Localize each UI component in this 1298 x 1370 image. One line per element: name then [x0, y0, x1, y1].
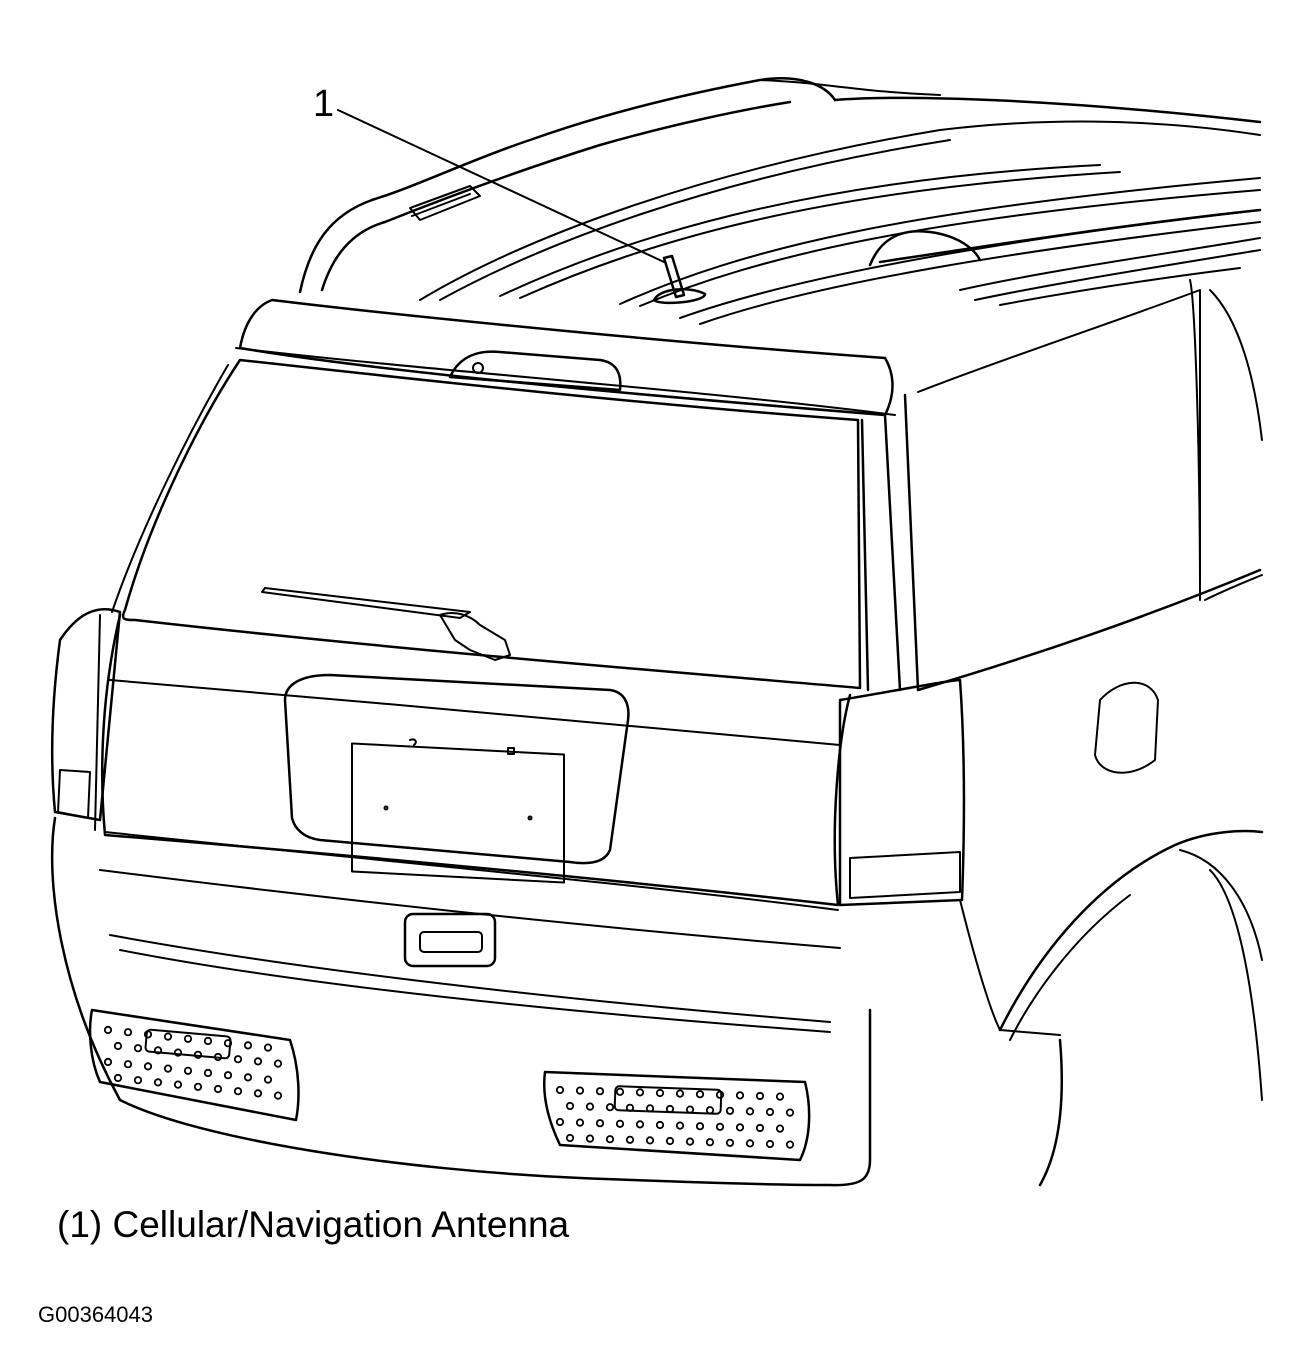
reflector-dot [183, 1034, 193, 1043]
reflector-dot [725, 1106, 735, 1115]
reflector-dot [153, 1078, 163, 1087]
reflector-dot [785, 1140, 795, 1149]
reflector-dot [755, 1123, 765, 1133]
reflector-dot [253, 1057, 263, 1066]
reflector-dot [775, 1124, 785, 1133]
reflector-dot [615, 1119, 625, 1128]
reflector-dot [575, 1118, 585, 1127]
reflector-dot [725, 1138, 735, 1147]
reflector-dot [675, 1089, 685, 1098]
reflector-dot [585, 1102, 595, 1111]
reflector-dot [123, 1060, 133, 1069]
reflector-dot [685, 1105, 695, 1114]
reflector-dot [123, 1028, 133, 1037]
antenna [652, 254, 707, 305]
reflector-dot [605, 1135, 615, 1144]
reflector-dot [163, 1064, 173, 1073]
reflector-dot [735, 1123, 745, 1132]
reflector-dot [113, 1041, 123, 1051]
reflector-dot [765, 1107, 775, 1117]
reflector-dot [735, 1091, 745, 1100]
reflector-dot [705, 1138, 715, 1147]
reflector-dot [745, 1139, 755, 1148]
figure-id: G00364043 [38, 1302, 153, 1327]
reflector-dot [665, 1104, 675, 1114]
reflector-dot [595, 1087, 605, 1096]
reflector-dot [695, 1090, 705, 1099]
reflector-dot [745, 1107, 755, 1116]
roof [298, 77, 1262, 325]
reflector-dot [263, 1075, 273, 1084]
callout-number-1: 1 [313, 83, 335, 125]
reflector-dot [705, 1106, 715, 1115]
reflector-dot [765, 1139, 775, 1149]
reflector-dot [173, 1080, 183, 1089]
reflector-dot [103, 1025, 113, 1035]
reflector-dot [695, 1122, 705, 1131]
side-body [860, 279, 1264, 1187]
reflector-dot [203, 1036, 213, 1046]
reflector-dot [203, 1068, 213, 1078]
reflector-dot [263, 1043, 273, 1052]
reflector-dot [143, 1062, 153, 1071]
reflector-dot [223, 1071, 233, 1080]
reflector-dot [223, 1039, 233, 1048]
rear-bumper [50, 816, 1061, 1187]
reflector-dot [715, 1090, 725, 1099]
reflector-dot [755, 1091, 765, 1101]
reflector-dot [655, 1088, 665, 1098]
reflector-dot [635, 1120, 645, 1129]
reflector-dot [625, 1135, 635, 1144]
rear-spoiler [235, 298, 896, 417]
reflector-dot [153, 1046, 163, 1055]
reflector-dot [233, 1087, 243, 1096]
tail-lamps [51, 608, 966, 907]
reflector-dot [253, 1089, 263, 1098]
reflector-dot [585, 1134, 595, 1143]
reflector-dot [143, 1030, 153, 1039]
callout-leader-line [337, 109, 665, 263]
reflector-dot [103, 1057, 113, 1067]
liftgate [94, 613, 852, 911]
reflector-dot [183, 1066, 193, 1075]
reflector-dot [173, 1048, 183, 1057]
reflector-dot [575, 1086, 585, 1095]
reflector-dot [233, 1055, 243, 1064]
reflector-dot [273, 1091, 283, 1100]
reflector-dot [775, 1092, 785, 1101]
reflector-dot [243, 1073, 253, 1082]
reflector-dot [565, 1133, 575, 1143]
reflector-dot [665, 1136, 675, 1146]
reflector-dot [243, 1041, 253, 1050]
reflector-dot [685, 1137, 695, 1146]
reflector-dot [655, 1120, 665, 1130]
reflector-dot [625, 1103, 635, 1112]
reflector-dot [645, 1104, 655, 1113]
reflector-dot [605, 1103, 615, 1112]
reflector-dot [213, 1084, 223, 1094]
reflector-dot [133, 1076, 143, 1085]
reflector-dot [675, 1121, 685, 1130]
reflector-dot [133, 1044, 143, 1053]
reflector-dot [715, 1122, 725, 1131]
reflector-dots [103, 1025, 795, 1149]
rear-window [111, 358, 862, 690]
reflector-dot [113, 1073, 123, 1083]
reflector-dot [615, 1087, 625, 1096]
reflector-dot [163, 1032, 173, 1041]
reflector-dot [555, 1117, 565, 1127]
reflector-dot [273, 1059, 283, 1068]
reflector-dot [213, 1052, 223, 1062]
reflector-dot [645, 1136, 655, 1145]
reflector-dot [785, 1108, 795, 1117]
reflector-dot [555, 1085, 565, 1095]
reflector-dot [193, 1050, 203, 1059]
reflector-dot [193, 1082, 203, 1091]
reflector-dot [595, 1119, 605, 1128]
reflector-dot [565, 1101, 575, 1111]
reflector-dot [635, 1088, 645, 1097]
legend-item-antenna: (1) Cellular/Navigation Antenna [57, 1204, 570, 1245]
